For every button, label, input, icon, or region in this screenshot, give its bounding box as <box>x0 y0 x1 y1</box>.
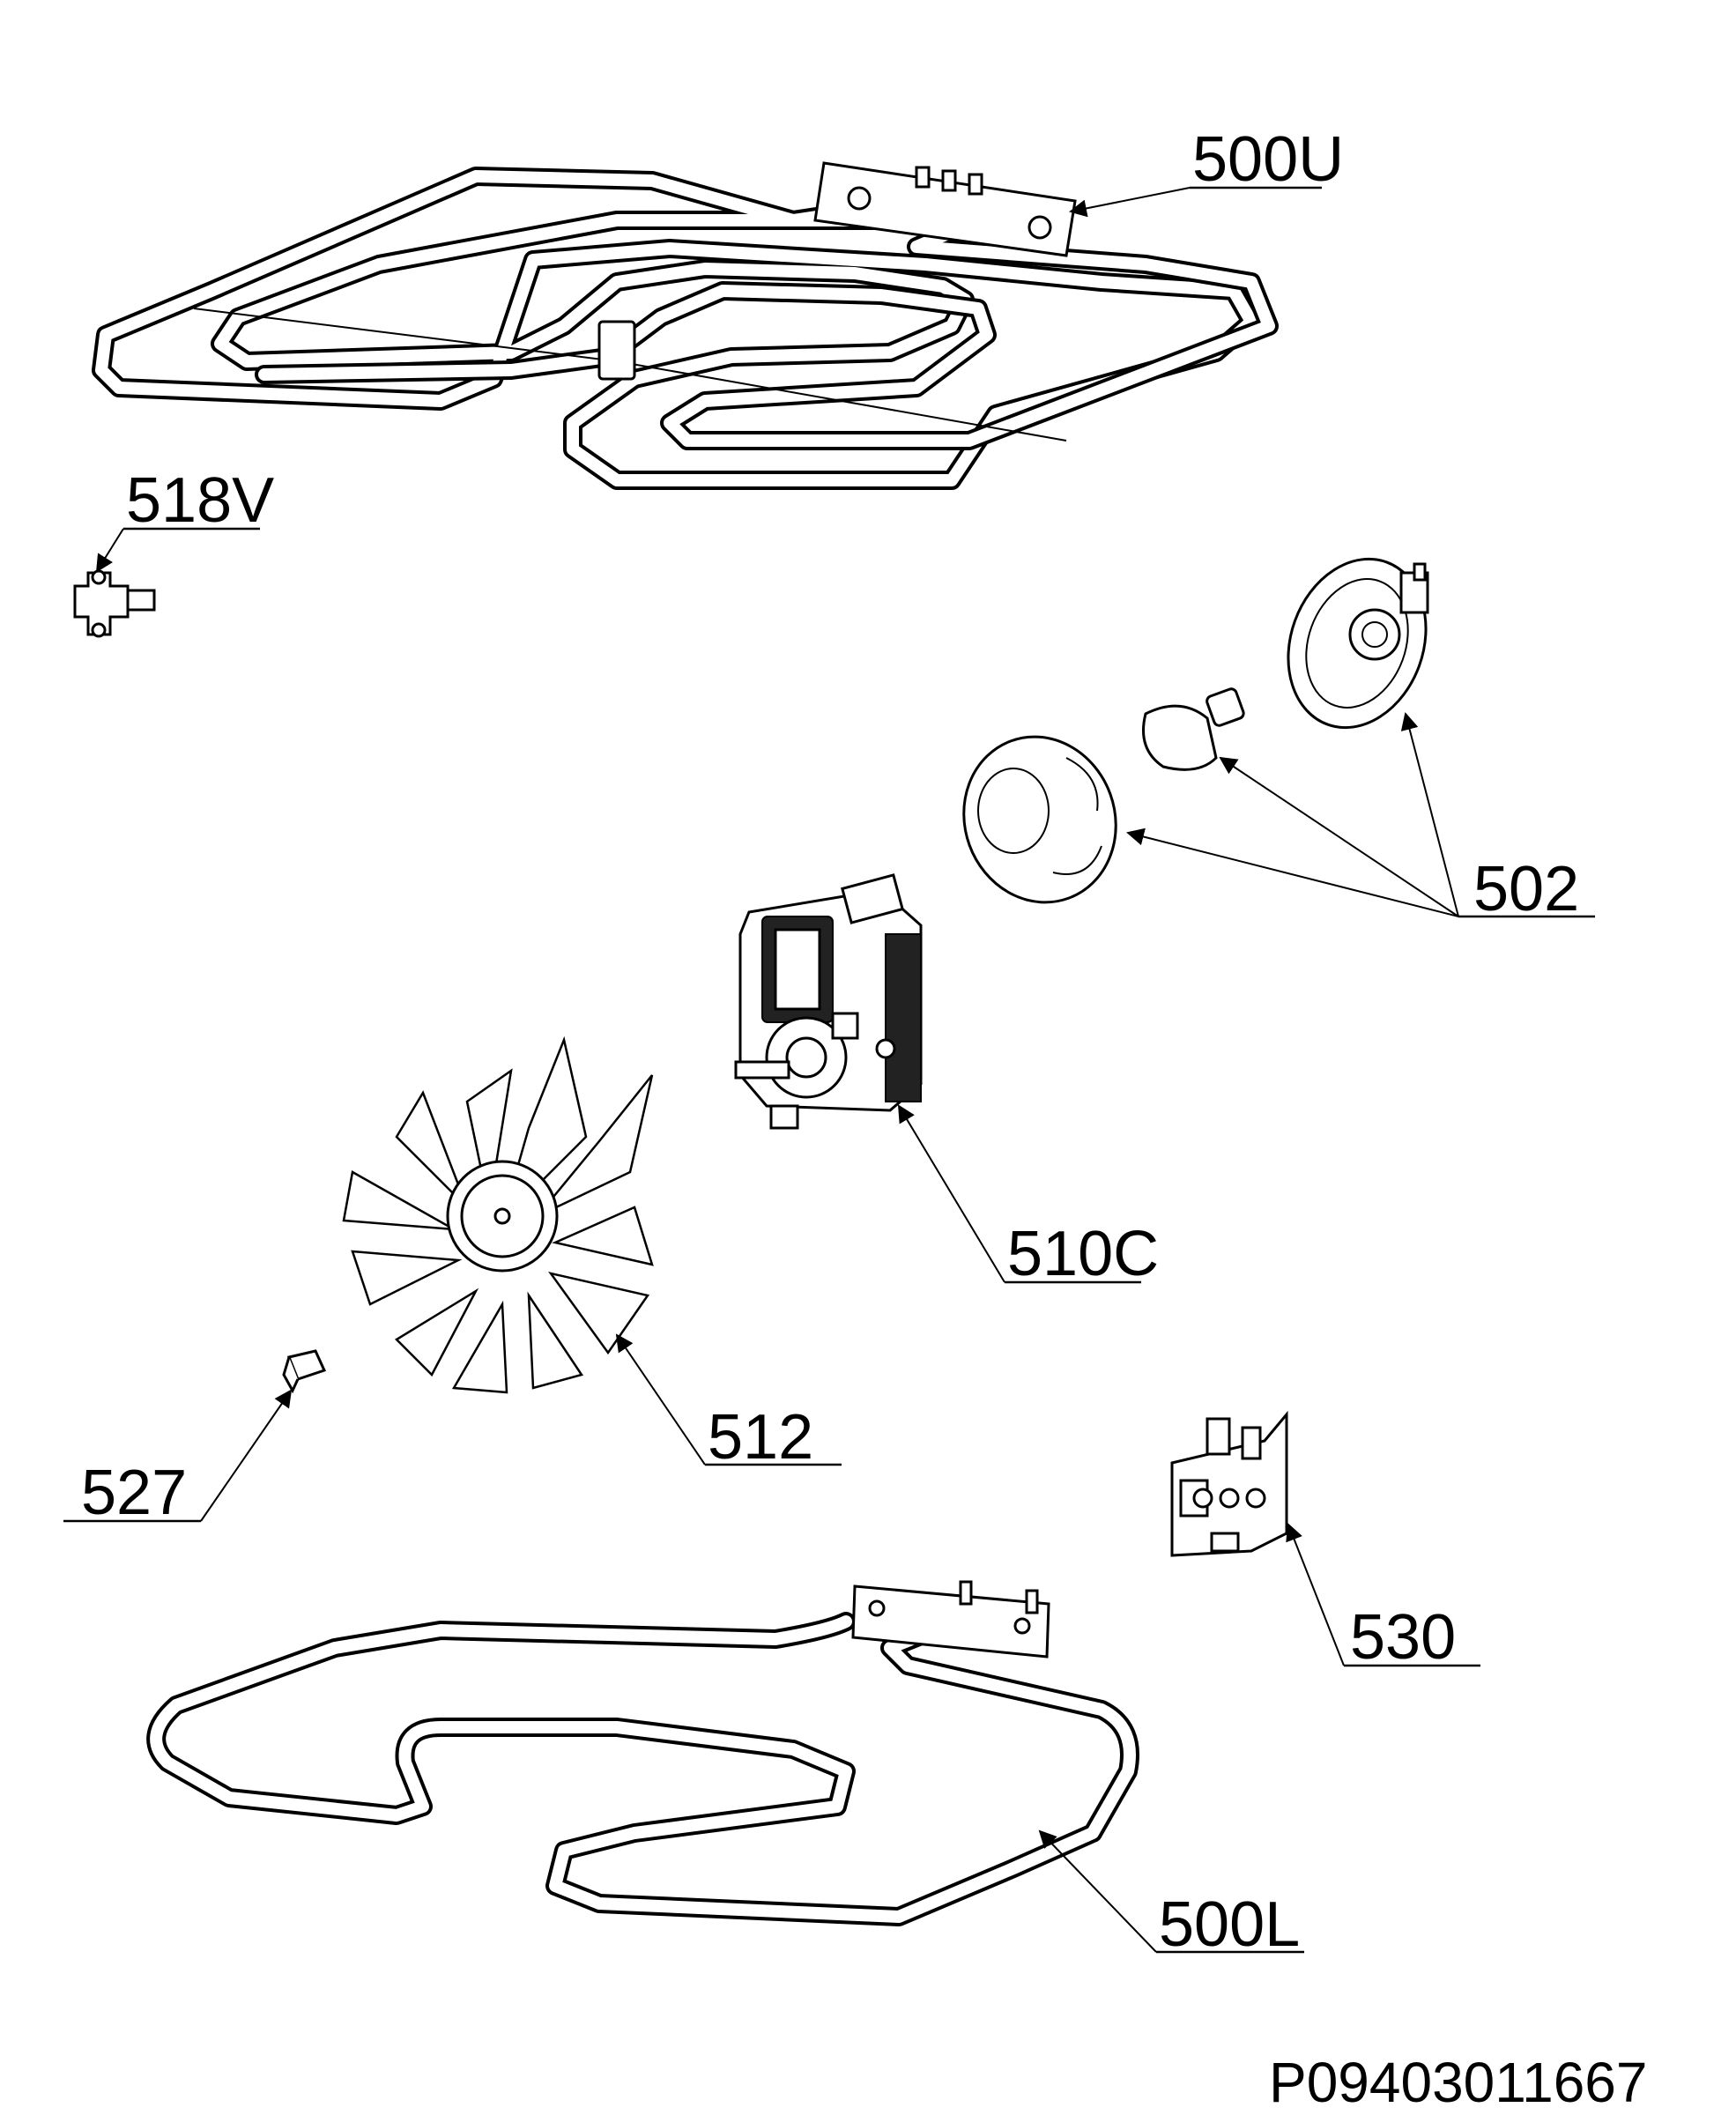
thermostat-part <box>73 569 156 638</box>
fan-blade <box>342 1035 654 1394</box>
label-510C: 510C <box>1007 1219 1159 1289</box>
nut-part <box>282 1349 327 1394</box>
label-518V: 518V <box>126 465 274 536</box>
upper-heater-element <box>92 161 1279 490</box>
document-id: P09403011667 <box>1269 2051 1647 2114</box>
label-530: 530 <box>1350 1602 1456 1673</box>
lower-heater-element <box>146 1580 1139 1926</box>
leader-lines <box>63 186 1595 1954</box>
lamp-assembly <box>962 557 1429 904</box>
label-500U: 500U <box>1192 124 1344 195</box>
label-502: 502 <box>1473 854 1579 924</box>
label-512: 512 <box>708 1402 813 1473</box>
label-500L: 500L <box>1159 1889 1300 1960</box>
terminal-block <box>1170 1410 1288 1557</box>
fan-motor <box>734 873 923 1130</box>
label-527: 527 <box>81 1458 187 1528</box>
